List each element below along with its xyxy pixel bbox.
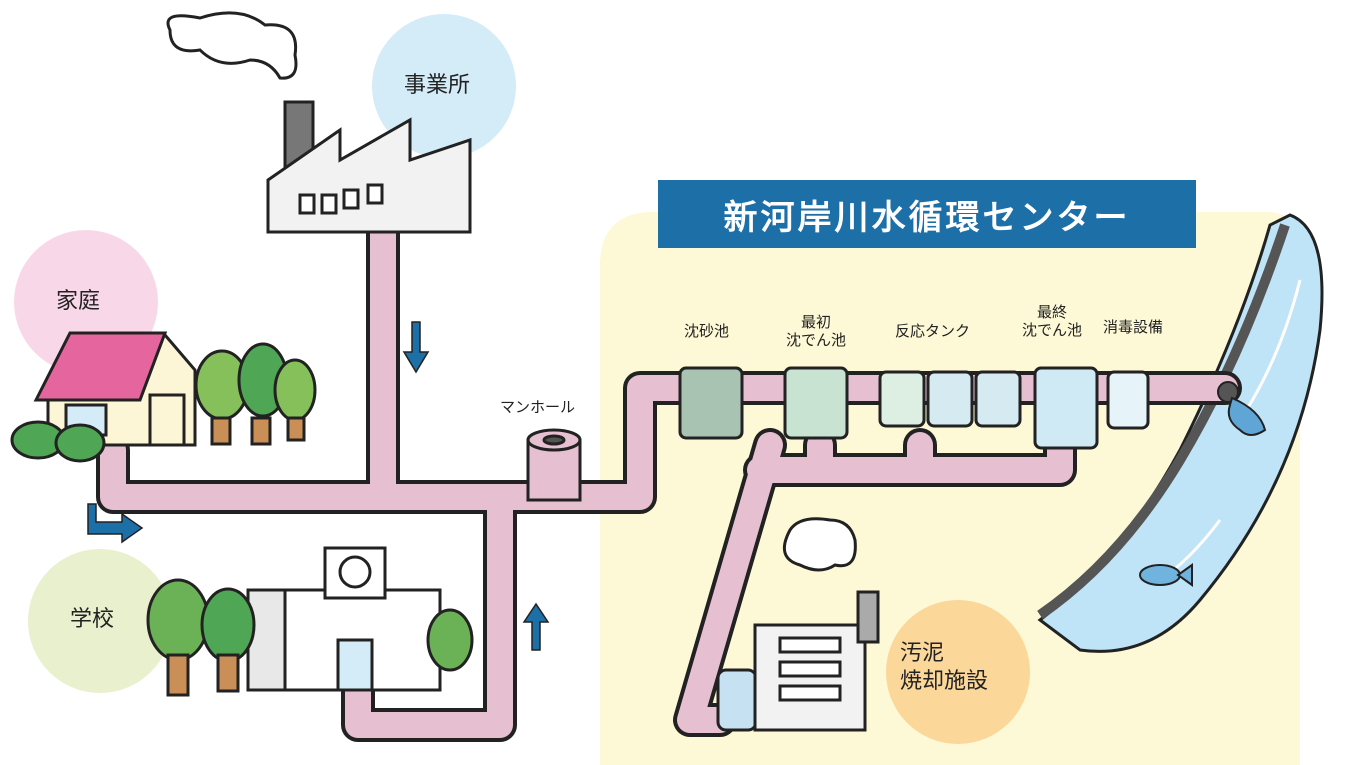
outfall-pipe-icon [1217, 381, 1267, 436]
disinfection-label: 消毒設備 [1103, 318, 1164, 336]
reaction-tank-2 [926, 370, 974, 428]
treatment-center-title-box: 新河岸川水循環センター [658, 180, 1196, 248]
grit-chamber-label: 沈砂池 [684, 322, 730, 340]
grit-chamber-tank [678, 366, 744, 440]
incinerator-label-line2: 焼却施設 [900, 668, 989, 694]
reaction-tank-3 [974, 370, 1022, 428]
flow-arrow-icon [87, 321, 550, 651]
incinerator-label-line1: 汚泥 [900, 641, 945, 666]
manhole-icon [526, 428, 582, 502]
reaction-tank-label: 反応タンク [895, 322, 971, 340]
factory-icon [266, 100, 472, 234]
school-circle [28, 549, 172, 693]
school-label: 学校 [70, 607, 115, 632]
school-icon [246, 546, 442, 692]
tree-icon [10, 342, 317, 463]
final-tank-label: 最終 沈でん池 [1012, 303, 1092, 339]
fish-icon [1139, 563, 1193, 587]
primary-tank-label-line1: 最初 [800, 313, 831, 331]
final-tank [1033, 366, 1099, 450]
final-tank-label-line1: 最終 [1036, 303, 1067, 321]
incinerator-label: 汚泥 焼却施設 [900, 640, 988, 695]
incinerator-circle [886, 600, 1030, 744]
primary-tank-label: 最初 沈でん池 [776, 313, 856, 349]
primary-tank [783, 366, 849, 440]
sewer-pipes [96, 213, 1242, 742]
treatment-tanks [678, 366, 1150, 450]
house-icon [33, 331, 197, 447]
manhole-label: マンホール [500, 398, 576, 416]
disinfection-tank [1106, 370, 1150, 430]
smoke-cloud-icon [166, 11, 857, 572]
business-label: 事業所 [404, 73, 471, 98]
incinerator-icon [716, 590, 880, 732]
home-label: 家庭 [56, 289, 101, 314]
primary-tank-label-line2: 沈でん池 [785, 331, 846, 349]
tree-icon-school [146, 578, 474, 697]
reaction-tank-1 [878, 370, 926, 428]
final-tank-label-line2: 沈でん池 [1021, 321, 1082, 339]
treatment-center-title: 新河岸川水循環センター [723, 197, 1131, 238]
